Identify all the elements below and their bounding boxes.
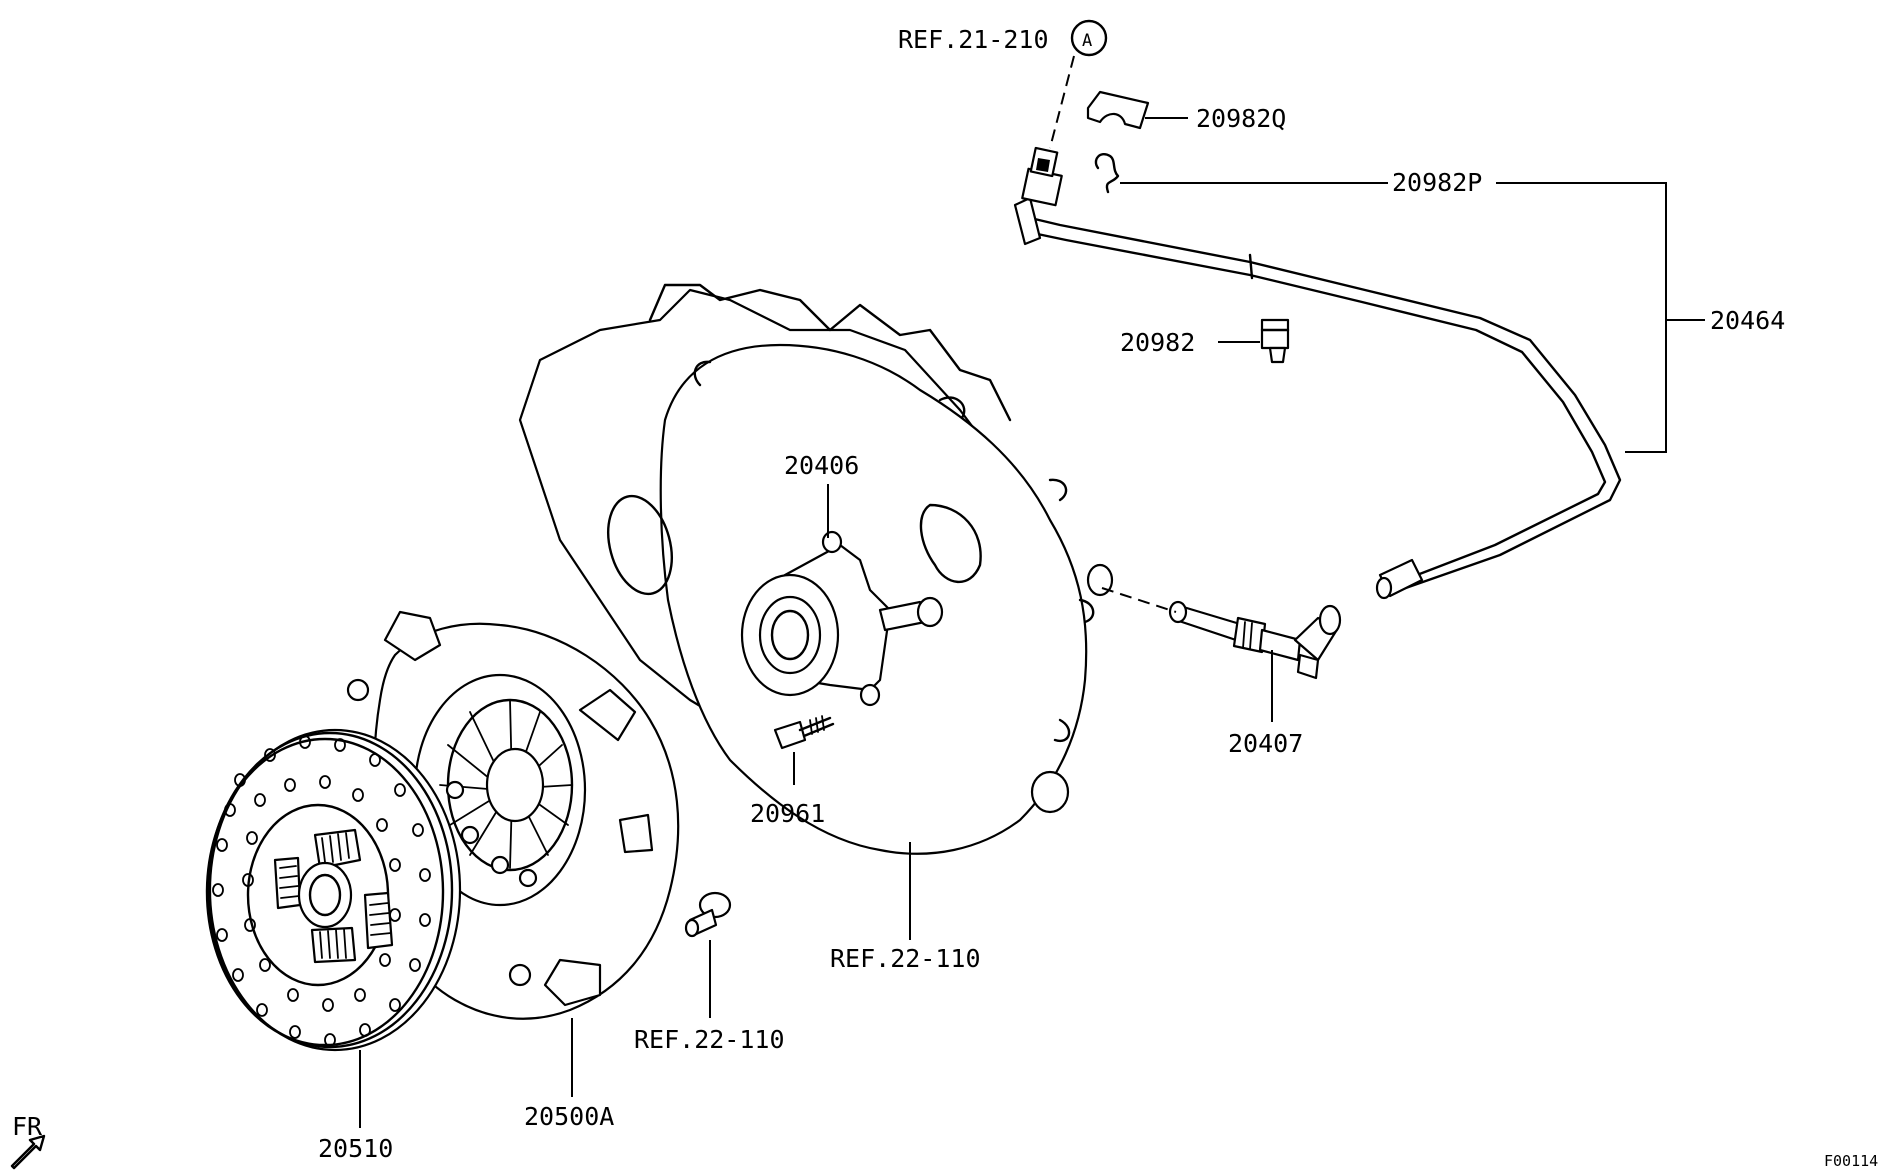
label-fr: FR <box>12 1112 43 1141</box>
alignment-line-union <box>1101 587 1177 613</box>
clutch-disc <box>205 728 462 1052</box>
label-20406: 20406 <box>784 451 859 480</box>
alignment-line-a <box>1049 55 1075 149</box>
label-ref-22-110-housing: REF.22-110 <box>830 944 981 973</box>
label-circle-a: A <box>1082 31 1092 51</box>
bracket-20982 <box>1260 318 1290 364</box>
label-20982: 20982 <box>1120 328 1195 357</box>
clutch-line-union-20407 <box>1168 600 1342 680</box>
label-20982q: 20982Q <box>1196 104 1286 133</box>
label-20500a: 20500A <box>524 1102 614 1131</box>
leader-lines <box>359 117 1705 1128</box>
callout-circle-a <box>1070 19 1108 57</box>
bolt-20961 <box>773 715 835 750</box>
figure-code: F00114 <box>1824 1152 1878 1170</box>
clip-20982q <box>1086 90 1150 130</box>
label-20407: 20407 <box>1228 729 1303 758</box>
label-ref-22-110-bolt: REF.22-110 <box>634 1025 785 1054</box>
label-20464: 20464 <box>1710 306 1785 335</box>
label-20510: 20510 <box>318 1134 393 1163</box>
clip-20982p <box>1094 153 1120 194</box>
flywheel-bolt <box>684 891 732 938</box>
front-direction-arrow-icon <box>10 1134 46 1170</box>
concentric-slave-cylinder-bearing <box>740 530 944 707</box>
clutch-pipe <box>1013 146 1622 600</box>
label-20961: 20961 <box>750 799 825 828</box>
label-ref-21-210: REF.21-210 <box>898 25 1049 54</box>
disc-rivet-holes <box>212 735 431 1047</box>
label-20982p: 20982P <box>1392 168 1482 197</box>
